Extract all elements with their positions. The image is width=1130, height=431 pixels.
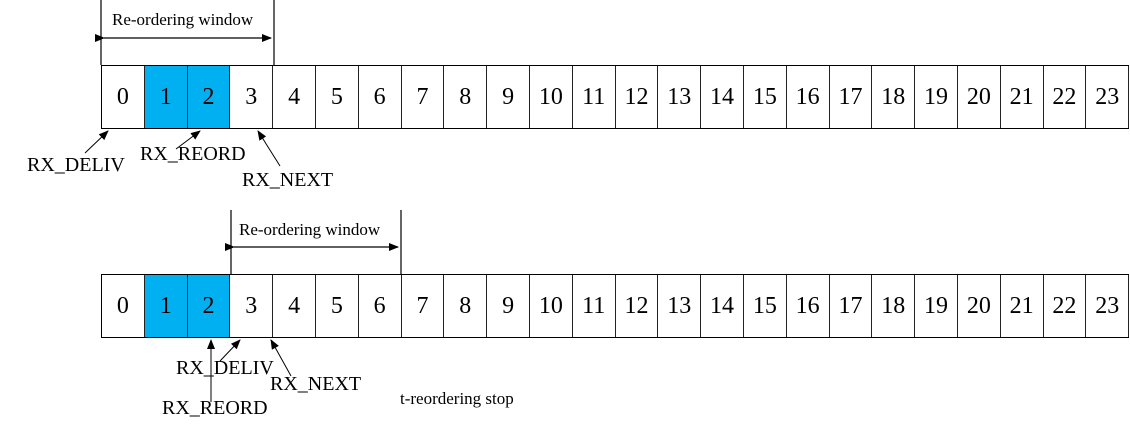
sequence-cell-19: 19 [915,275,958,337]
sequence-cell-20: 20 [958,275,1001,337]
sequence-cell-17: 17 [830,275,873,337]
sequence-cell-22: 22 [1044,66,1087,128]
sequence-cell-10: 10 [530,275,573,337]
sequence-cell-21: 21 [1001,275,1044,337]
sequence-cell-14: 14 [701,275,744,337]
bottom-pointer-arrows [207,339,292,402]
sequence-cell-15: 15 [744,66,787,128]
bottom-rx-reord-label: RX_REORD [162,397,268,419]
sequence-cell-7: 7 [402,66,445,128]
sequence-cell-5: 5 [316,66,359,128]
sequence-cell-18: 18 [872,66,916,128]
sequence-cell-19: 19 [915,66,958,128]
sequence-cell-2: 2 [187,66,231,128]
top-window-label: Re-ordering window [112,10,254,29]
top-rx-next-label: RX_NEXT [242,169,334,191]
sequence-cell-0: 0 [102,275,145,337]
sequence-cell-23: 23 [1086,275,1130,337]
top-pointer-arrows [84,130,281,167]
sequence-cell-5: 5 [316,275,359,337]
sequence-cell-16: 16 [787,66,830,128]
sequence-cell-13: 13 [658,275,702,337]
sequence-cell-12: 12 [616,275,659,337]
sequence-cell-20: 20 [958,66,1001,128]
sequence-cell-7: 7 [402,275,445,337]
sequence-cell-11: 11 [573,66,616,128]
sequence-cell-12: 12 [616,66,659,128]
sequence-cell-1: 1 [144,66,188,128]
sequence-cell-16: 16 [787,275,830,337]
sequence-cell-8: 8 [444,66,488,128]
bottom-window-bracket [225,210,402,274]
top-rx-deliv-label: RX_DELIV [27,154,125,176]
sequence-cell-18: 18 [872,275,916,337]
sequence-cell-0: 0 [102,66,145,128]
sequence-cell-1: 1 [144,275,188,337]
sequence-cell-4: 4 [273,66,316,128]
sequence-cell-6: 6 [359,66,402,128]
sequence-cell-6: 6 [359,275,402,337]
sequence-cell-10: 10 [530,66,573,128]
top-rx-reord-label: RX_REORD [140,143,246,165]
sequence-cell-11: 11 [573,275,616,337]
sequence-cell-17: 17 [830,66,873,128]
sequence-cell-4: 4 [273,275,316,337]
t-reordering-stop-annotation: t-reordering stop [400,389,514,408]
sequence-cell-2: 2 [187,275,231,337]
top-window-bracket [95,0,275,65]
sequence-cell-13: 13 [658,66,702,128]
sequence-cell-21: 21 [1001,66,1044,128]
bottom-rx-deliv-label: RX_DELIV [176,357,274,379]
sequence-cell-22: 22 [1044,275,1087,337]
sequence-cell-8: 8 [444,275,488,337]
sequence-cell-3: 3 [230,66,274,128]
sequence-cell-9: 9 [487,66,530,128]
sequence-cell-14: 14 [701,66,744,128]
sequence-cell-15: 15 [744,275,787,337]
sequence-cell-9: 9 [487,275,530,337]
bottom-rx-next-label: RX_NEXT [270,373,362,395]
bottom-window-label: Re-ordering window [239,220,381,239]
sequence-cell-3: 3 [230,275,274,337]
sequence-cell-23: 23 [1086,66,1130,128]
